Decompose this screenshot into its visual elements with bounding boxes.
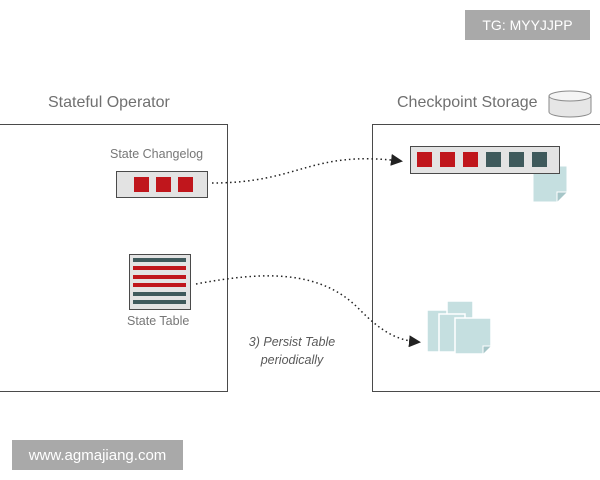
changelog-document-icon [532,165,568,203]
checkpoint-changelog [410,146,560,174]
persist-annotation-line2: periodically [260,353,324,367]
bottom-watermark: www.agmajiang.com [12,440,183,470]
changelog-entry [509,151,524,167]
top-watermark-text: TG: MYYJJPP [482,17,573,33]
changelog-entry [178,176,193,192]
changelog-entry [532,151,547,167]
persist-annotation-line1: 3) Persist Table [248,335,336,349]
changelog-entry [463,151,478,167]
changelog-entry [156,176,171,192]
state-table-row [133,266,186,271]
top-watermark: TG: MYYJJPP [465,10,590,40]
changelog-entry [417,151,432,167]
changelog-entry [486,151,501,167]
state-changelog-small [116,171,208,198]
stateful-operator-title: Stateful Operator [48,94,170,111]
state-table-row [133,291,186,296]
database-icon [548,90,592,118]
state-table-row [133,283,186,288]
state-table-row [133,274,186,279]
state-table-label: State Table [127,314,190,328]
state-table-row [133,300,186,304]
checkpoint-storage-title: Checkpoint Storage [397,94,538,111]
state-table-icon [129,254,191,310]
persist-annotation: 3) Persist Table periodically [232,333,352,369]
table-to-storage-arrow [195,275,421,348]
changelog-entry [440,151,455,167]
bottom-watermark-text: www.agmajiang.com [28,446,167,464]
changelog-to-storage-arrow [211,153,403,184]
state-changelog-label: State Changelog [110,147,204,161]
changelog-entry [134,176,149,192]
state-table-row [133,258,186,262]
table-snapshot-documents [426,300,492,355]
